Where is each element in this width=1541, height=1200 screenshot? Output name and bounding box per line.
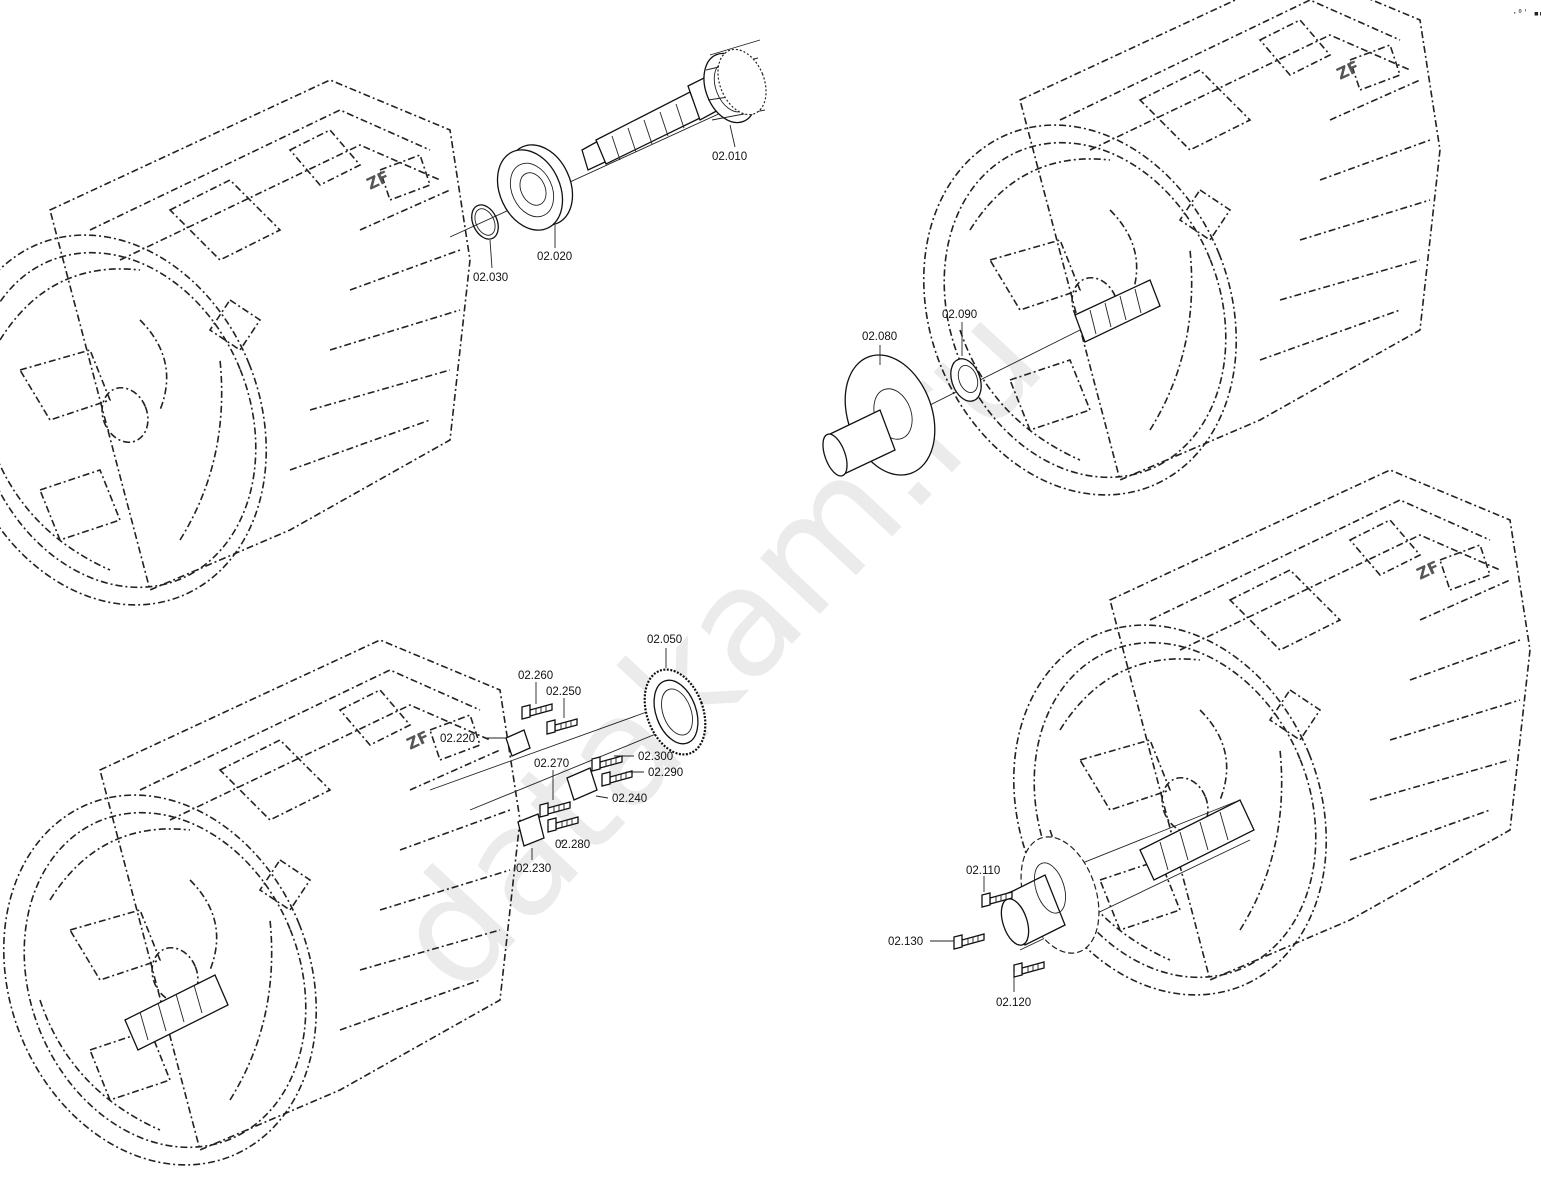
callout-02-050: 02.050 bbox=[647, 634, 682, 646]
callout-02-250: 02.250 bbox=[546, 686, 581, 698]
callout-02-240: 02.240 bbox=[612, 793, 647, 805]
callout-02-110: 02.110 bbox=[966, 865, 1000, 877]
callout-02-300: 02.300 bbox=[638, 751, 673, 763]
output-shaft bbox=[124, 974, 229, 1051]
casing-text: ZF bbox=[1334, 57, 1362, 84]
callout-02-220: 02.220 bbox=[440, 733, 475, 745]
cover-plate-part bbox=[1000, 836, 1100, 954]
gearbox-housing-bottom-right: ZF bbox=[958, 469, 1531, 1044]
callout-02-120: 02.120 bbox=[996, 997, 1031, 1009]
callout-02-020: 02.020 bbox=[537, 251, 572, 263]
callout-02-130: 02.130 bbox=[888, 936, 923, 948]
casing-text: ZF bbox=[404, 727, 432, 754]
gear-ring-part bbox=[643, 668, 707, 756]
callout-02-010: 02.010 bbox=[712, 151, 747, 163]
casing-text: ZF bbox=[1414, 557, 1442, 584]
gearbox-housing-top-left: ZF bbox=[0, 79, 471, 654]
sensor-bracket-part bbox=[505, 729, 598, 847]
callout-02-280: 02.280 bbox=[555, 839, 590, 851]
output-shaft bbox=[1139, 799, 1255, 881]
callout-02-270: 02.270 bbox=[534, 758, 569, 770]
seal-ring-part bbox=[950, 358, 982, 402]
callout-02-260: 02.260 bbox=[518, 670, 553, 682]
assembly-axis-line bbox=[449, 94, 761, 238]
output-shaft bbox=[1074, 279, 1161, 343]
input-shaft-part bbox=[581, 39, 767, 171]
bolt-part bbox=[953, 933, 985, 950]
callout-02-230: 02.230 bbox=[516, 863, 551, 875]
corner-mark: ·⁰ˈ ▪▪▪ bbox=[1512, 9, 1541, 19]
callout-02-080: 02.080 bbox=[862, 331, 897, 343]
bearing-part bbox=[496, 144, 574, 231]
callout-02-090: 02.090 bbox=[942, 309, 977, 321]
cover-flange-part bbox=[822, 354, 936, 477]
snap-ring-part bbox=[471, 204, 499, 240]
callout-02-290: 02.290 bbox=[648, 767, 683, 779]
bolt-part bbox=[1013, 961, 1045, 978]
casing-text: ZF bbox=[364, 167, 392, 194]
callout-02-030: 02.030 bbox=[473, 272, 508, 284]
